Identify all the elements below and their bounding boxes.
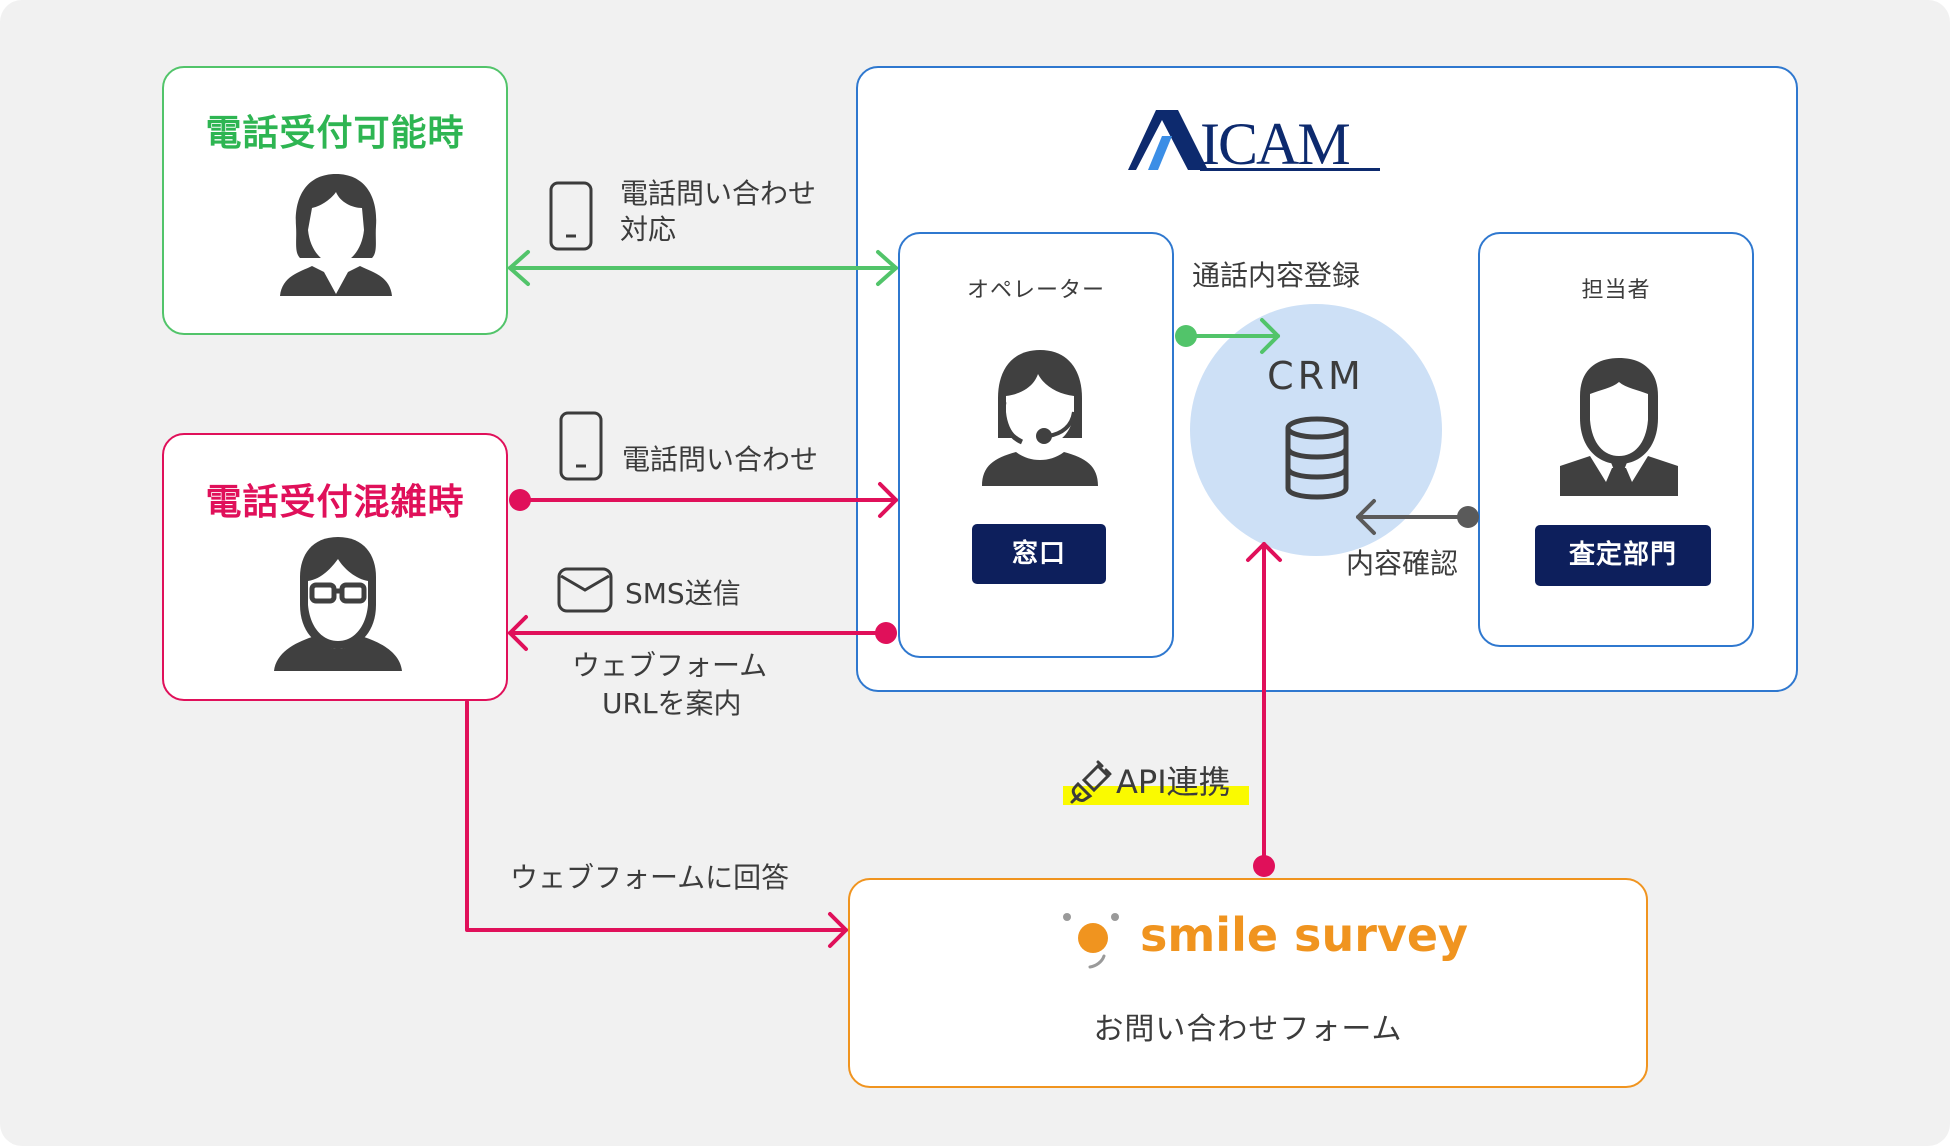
survey-form-box: お問い合わせフォーム bbox=[848, 878, 1648, 1088]
phone-busy-box: 電話受付混雑時 bbox=[162, 433, 508, 701]
webform-answer-label: ウェブフォームに回答 bbox=[510, 861, 790, 894]
api-label: API連携 bbox=[1116, 763, 1231, 801]
crm-label: CRM bbox=[1267, 354, 1365, 398]
webform-guide-label-1: ウェブフォーム bbox=[572, 649, 768, 682]
database-icon bbox=[1285, 416, 1349, 500]
logo-mark-icon bbox=[1128, 110, 1208, 170]
phone-available-title: 電話受付可能時 bbox=[205, 113, 465, 154]
call-register-label: 通話内容登録 bbox=[1192, 259, 1361, 292]
company-logo: ICAM bbox=[1128, 108, 1388, 177]
staff-role-label: 担当者 bbox=[1581, 278, 1651, 303]
envelope-icon bbox=[557, 567, 613, 613]
webform-guide-label-2: URLを案内 bbox=[602, 687, 742, 720]
operator-tag: 窓口 bbox=[972, 524, 1106, 584]
plug-icon bbox=[1070, 760, 1112, 804]
operator-box: オペレーター 窓口 bbox=[898, 232, 1174, 658]
staff-box: 担当者 査定部門 bbox=[1478, 232, 1754, 647]
crm-circle: CRM bbox=[1190, 304, 1442, 556]
logo-text: ICAM bbox=[1200, 111, 1351, 177]
smartphone-icon bbox=[549, 181, 593, 251]
smile-survey-logo-icon bbox=[1063, 913, 1119, 969]
staff-tag: 査定部門 bbox=[1535, 525, 1711, 586]
headset-operator-icon bbox=[982, 350, 1098, 486]
smartphone-icon bbox=[559, 411, 603, 481]
phone-response-label-2: 対応 bbox=[620, 213, 677, 246]
smile-survey-brand: smile survey bbox=[1140, 908, 1469, 962]
api-highlight bbox=[1063, 786, 1249, 805]
operator-role-label: オペレーター bbox=[966, 278, 1105, 303]
sms-label: SMS送信 bbox=[625, 577, 741, 610]
businessman-icon bbox=[1560, 358, 1678, 496]
woman-user-icon bbox=[280, 174, 392, 296]
survey-subtitle: お問い合わせフォーム bbox=[1093, 1012, 1403, 1047]
logo-underline bbox=[1200, 168, 1380, 171]
phone-inquiry-label: 電話問い合わせ bbox=[622, 443, 819, 476]
phone-response-label-1: 電話問い合わせ bbox=[620, 177, 817, 210]
phone-available-box: 電話受付可能時 bbox=[162, 66, 508, 335]
man-glasses-user-icon bbox=[274, 537, 402, 671]
confirm-label: 内容確認 bbox=[1346, 547, 1459, 580]
phone-busy-title: 電話受付混雑時 bbox=[205, 482, 465, 523]
